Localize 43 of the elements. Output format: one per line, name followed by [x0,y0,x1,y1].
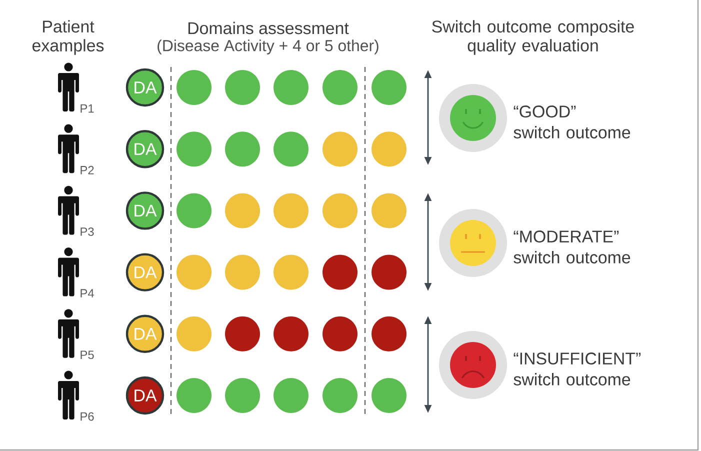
outcome-label: “GOOD” switch outcome [514,106,630,138]
status-dot [225,70,260,105]
status-dot [372,316,406,352]
status-dot [322,254,358,290]
status-dot [274,70,308,105]
status-dot [176,193,212,228]
status-dot [322,70,358,105]
column-heading: Patient examples [32,20,104,55]
status-dot [322,378,358,413]
outcome-label: “INSUFFICIENT” switch outcome [514,352,641,386]
status-dot [225,193,260,228]
status-dot [372,254,406,290]
status-dot [225,378,260,413]
status-dot [176,316,212,352]
status-dot [274,132,308,167]
status-dot [176,378,212,413]
patient-label: P1 [80,104,94,113]
patient-label: P4 [80,289,94,298]
column-subheading: (Disease Activity + 4 or 5 other) [158,40,378,54]
status-dot [372,378,406,413]
outcome-label: “MODERATE” switch outcome [514,230,630,264]
status-dot [225,132,260,167]
status-dot [372,193,406,228]
status-dot [274,378,308,413]
status-dot [274,254,308,290]
status-dot [322,193,358,228]
status-dot [274,316,308,352]
patient-label: P6 [80,412,94,421]
status-dot [372,70,406,105]
status-dot [372,132,406,167]
status-dot [322,316,358,352]
status-dot [176,70,212,105]
status-dot [176,254,212,290]
status-dot [225,316,260,352]
patient-label: P2 [80,166,94,174]
column-heading: Domains assessment [188,22,349,34]
status-dot [322,132,358,167]
patient-label: P5 [80,350,94,360]
status-dot [274,193,308,228]
patient-label: P3 [80,227,94,236]
status-dot [176,132,212,167]
column-heading: Switch outcome composite quality evaluation [432,20,634,55]
status-dot [225,254,260,290]
